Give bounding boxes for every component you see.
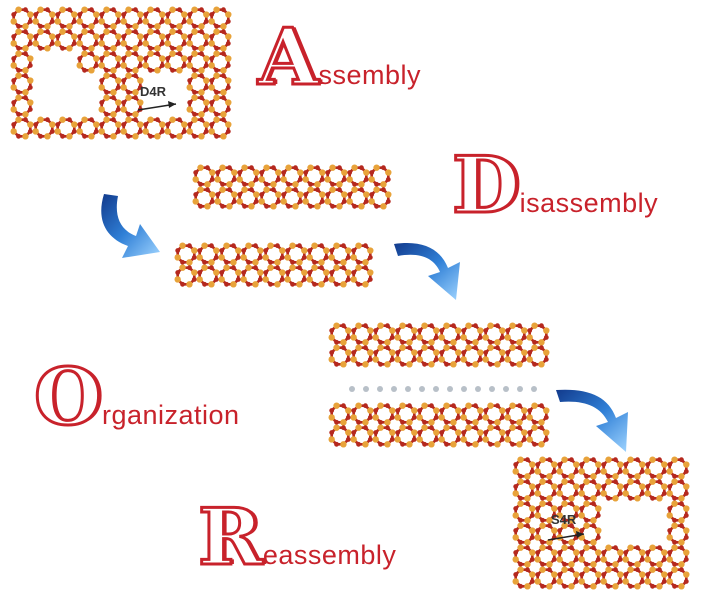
step-initial: A <box>257 11 321 105</box>
step-rest: rganization <box>101 400 240 430</box>
step-rest: ssembly <box>318 60 422 90</box>
step-disassembly: Disassembly <box>451 139 659 233</box>
step-organization: Organization <box>33 351 240 445</box>
step-rest: isassembly <box>519 188 659 218</box>
step-rest: eassembly <box>262 540 397 570</box>
step-assembly: Assembly <box>257 11 422 105</box>
layer-top <box>192 164 392 210</box>
step-initial: O <box>33 351 104 445</box>
arrow-2-icon <box>394 243 460 300</box>
s4r-label: S4R <box>551 512 577 527</box>
daughter-framework <box>512 456 690 590</box>
arrow-3-icon <box>556 389 628 452</box>
parent-framework <box>10 6 232 140</box>
layer-bottom <box>174 242 374 288</box>
s4r-marker: S4R <box>547 512 585 541</box>
arrow-1-icon <box>101 194 160 258</box>
d4r-label: D4R <box>140 84 167 99</box>
step-reassembly: Reassembly <box>197 491 397 585</box>
d4r-marker: D4R <box>137 84 177 111</box>
step-initial: R <box>197 491 265 585</box>
organized-layers <box>328 322 550 448</box>
step-initial: D <box>451 139 522 233</box>
